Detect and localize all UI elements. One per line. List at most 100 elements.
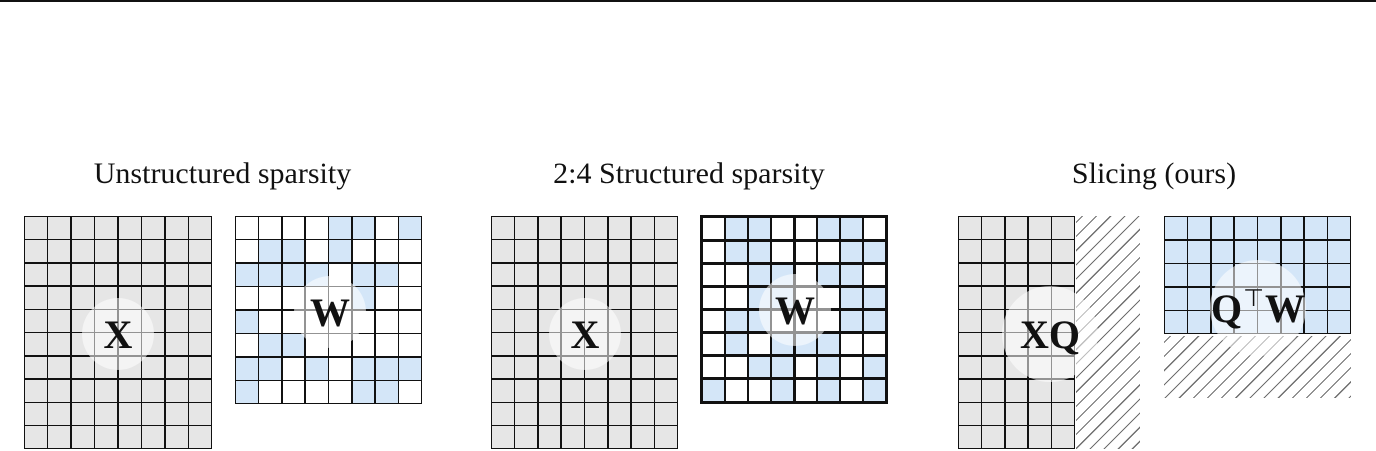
matrix-cell xyxy=(165,426,188,448)
matrix-cell xyxy=(95,426,118,448)
matrix-cell xyxy=(375,287,398,310)
matrix-cell xyxy=(1005,426,1028,448)
matrix-cell xyxy=(118,426,141,448)
matrix-cell xyxy=(959,310,981,332)
matrix-cell xyxy=(515,356,538,379)
label-halo xyxy=(82,298,154,370)
matrix-cell xyxy=(794,218,817,240)
matrix-cell xyxy=(71,426,94,448)
matrix-cell xyxy=(631,263,654,286)
matrix-cell xyxy=(95,263,118,286)
matrix-cell xyxy=(771,379,794,401)
matrix-cell xyxy=(236,287,258,310)
matrix-cell xyxy=(399,240,421,263)
matrix-cell xyxy=(95,403,118,425)
matrix-cell xyxy=(71,263,94,286)
matrix-cell xyxy=(1028,240,1051,262)
matrix-cell xyxy=(725,287,748,309)
matrix-cell xyxy=(655,263,677,286)
matrix-cell xyxy=(165,333,188,355)
matrix-cell xyxy=(165,379,188,402)
matrix-cell xyxy=(959,356,981,379)
matrix-cell xyxy=(25,426,47,448)
matrix-cell xyxy=(48,403,71,425)
matrix-cell xyxy=(71,286,94,309)
matrix-cell xyxy=(25,310,47,332)
matrix-cell xyxy=(1165,287,1187,310)
matrix-cell xyxy=(259,240,282,263)
matrix-cell xyxy=(492,403,514,425)
panel-title-structured: 2:4 Structured sparsity xyxy=(553,157,825,190)
x-label: X xyxy=(570,311,600,357)
matrix-cell xyxy=(282,357,305,380)
matrix-cell xyxy=(515,217,538,239)
matrix-cell xyxy=(817,241,840,263)
matrix-cell xyxy=(982,379,1005,402)
matrix-cell xyxy=(771,241,794,263)
matrix-cell xyxy=(515,379,538,402)
matrix-cell xyxy=(863,218,885,240)
matrix-cell xyxy=(71,240,94,262)
matrix-cell xyxy=(189,240,211,262)
matrix-cell xyxy=(1052,379,1074,402)
panel-title-unstructured: Unstructured sparsity xyxy=(93,157,352,190)
matrix-cell xyxy=(189,426,211,448)
matrix-cell xyxy=(608,217,631,239)
matrix-cell xyxy=(794,379,817,401)
matrix-cell xyxy=(748,333,771,355)
matrix-cell xyxy=(189,310,211,332)
matrix-cell xyxy=(71,379,94,402)
matrix-cell xyxy=(492,356,514,379)
matrix-cell xyxy=(259,310,282,333)
matrix-cell xyxy=(725,264,748,286)
matrix-cell xyxy=(1328,311,1350,333)
matrix-cell xyxy=(1165,311,1187,333)
matrix-cell xyxy=(236,334,258,357)
matrix-cell xyxy=(118,263,141,286)
matrix-cell xyxy=(631,356,654,379)
matrix-cell xyxy=(492,333,514,355)
matrix-cell xyxy=(305,381,328,403)
matrix-cell xyxy=(375,310,398,333)
matrix-cell xyxy=(236,217,258,239)
matrix-cell xyxy=(189,403,211,425)
matrix-cell xyxy=(305,357,328,380)
matrix-cell xyxy=(259,334,282,357)
matrix-cell xyxy=(118,217,141,239)
matrix-cell xyxy=(840,287,863,309)
matrix-cell xyxy=(259,381,282,403)
matrix-cell xyxy=(165,403,188,425)
matrix-cell xyxy=(1165,264,1187,286)
matrix-cell xyxy=(631,240,654,262)
matrix-cell xyxy=(1328,287,1350,310)
xq-label: XQ xyxy=(1020,311,1080,357)
matrix-cell xyxy=(492,240,514,262)
matrix-cell xyxy=(840,310,863,332)
matrix-cell xyxy=(492,426,514,448)
matrix-cell xyxy=(1052,240,1074,262)
label-halo xyxy=(1210,260,1306,356)
matrix-cell xyxy=(165,240,188,262)
matrix-cell xyxy=(305,217,328,239)
matrix-cell xyxy=(515,333,538,355)
matrix-cell xyxy=(1211,217,1234,239)
matrix-cell xyxy=(71,403,94,425)
matrix-cell xyxy=(703,333,725,355)
matrix-cell xyxy=(1188,217,1211,239)
matrix-cell xyxy=(1052,426,1074,448)
matrix-cell xyxy=(25,356,47,379)
matrix-cell xyxy=(1281,217,1304,239)
matrix-cell xyxy=(655,379,677,402)
matrix-cell xyxy=(982,310,1005,332)
matrix-cell xyxy=(1188,240,1211,263)
matrix-cell xyxy=(492,379,514,402)
matrix-cell xyxy=(48,240,71,262)
matrix-cell xyxy=(982,403,1005,425)
matrix-cell xyxy=(1028,379,1051,402)
matrix-cell xyxy=(492,217,514,239)
matrix-cell xyxy=(48,217,71,239)
matrix-cell xyxy=(48,379,71,402)
matrix-cell xyxy=(236,263,258,286)
matrix-cell xyxy=(375,263,398,286)
matrix-cell xyxy=(655,240,677,262)
